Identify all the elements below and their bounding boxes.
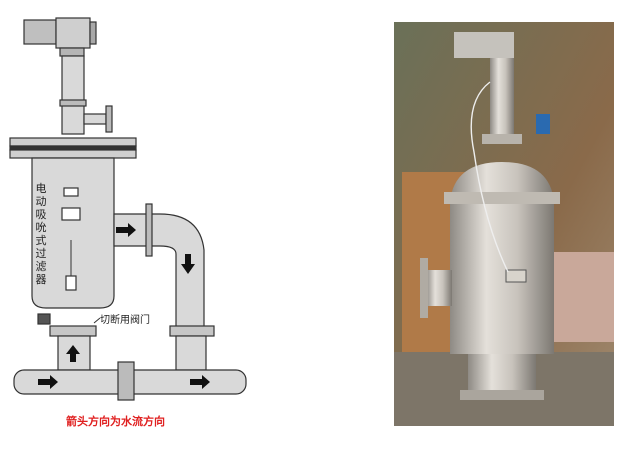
photo-blue-sensor [536,114,550,134]
motor-mount [60,48,84,56]
photo-body [450,204,554,354]
top-flange [10,138,136,146]
sacks [544,252,614,342]
flow-direction-caption: 箭头方向为水流方向 [66,413,165,429]
bypass-valve [118,362,134,400]
filter-photo [394,22,614,426]
top-flange-gasket [10,146,136,150]
motor-gearbox [56,18,90,48]
photo-stem [490,58,514,140]
drain-valve [38,314,50,324]
inlet-valve [50,326,96,336]
outlet-riser [176,336,206,370]
body-indicator-bottom [62,208,80,220]
motor-flange [90,22,96,44]
drive-shaft [62,56,84,134]
photo-top-flange [482,134,522,144]
photo-inlet-pipe [426,270,452,306]
filter-name-label: 电动吸吮式过滤器 [34,182,48,286]
photo-bottom-cone [468,354,536,394]
shaft-collar [60,100,86,106]
flush-outlet-flange [106,106,112,132]
flush-outlet-pipe [84,114,106,124]
body-indicator-top [64,188,78,196]
photo-junction-box [506,270,526,282]
photo-body-flange [444,192,560,204]
pressure-sensor [66,276,76,290]
photo-inlet-flange [420,258,428,318]
body-flange [10,150,136,158]
motor-body [24,20,56,44]
photo-bottom-flange [460,390,544,400]
outlet-valve [170,326,214,336]
valve-label: 切断用阀门 [100,311,150,326]
outlet-flange [146,204,152,256]
photo-motor [454,32,514,58]
